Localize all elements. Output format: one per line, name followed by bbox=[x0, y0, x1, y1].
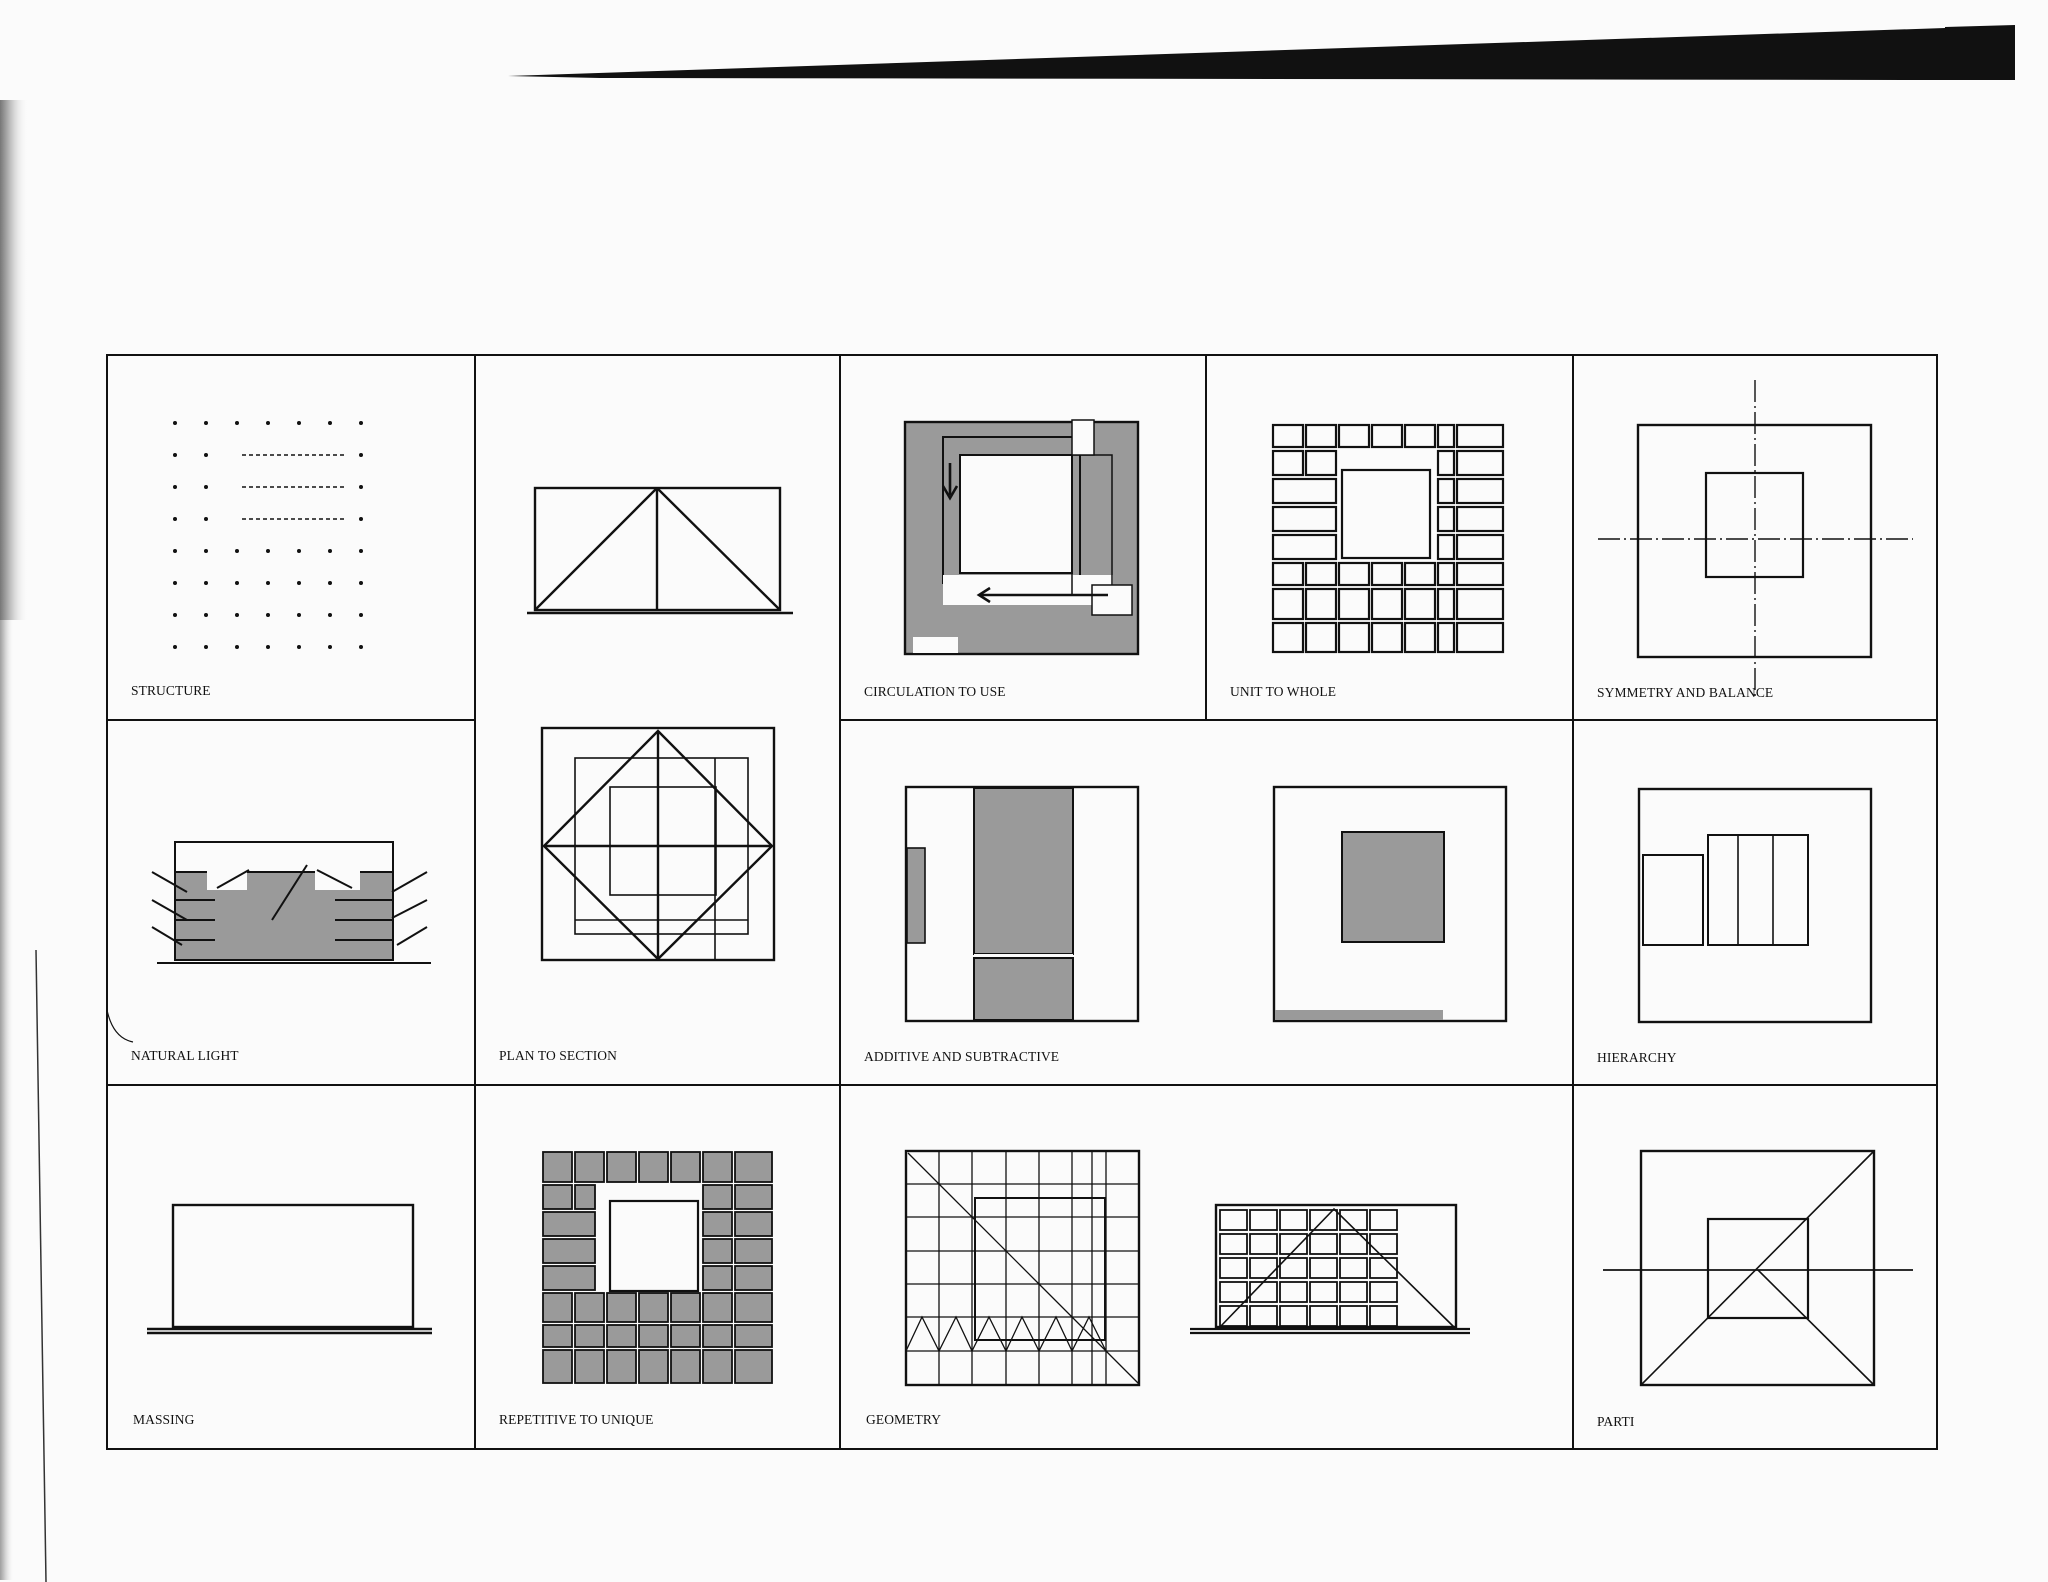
repetitive-diagram bbox=[542, 1151, 773, 1384]
cell-structure: STRUCTURE bbox=[107, 355, 475, 720]
header-wedge-bar bbox=[508, 25, 2016, 80]
cell-geometry: GEOMETRY bbox=[840, 1085, 1573, 1449]
hierarchy-diagram bbox=[1637, 787, 1873, 1024]
cell-label-repetitive: REPETITIVE TO UNIQUE bbox=[499, 1412, 654, 1427]
cell-label-additive: ADDITIVE AND SUBTRACTIVE bbox=[864, 1049, 1060, 1064]
cell-label-structure: STRUCTURE bbox=[131, 683, 211, 698]
cell-hierarchy: HIERARCHY bbox=[1573, 720, 1937, 1085]
cell-natural-light: NATURAL LIGHT bbox=[106, 720, 475, 1085]
cell-additive: ADDITIVE AND SUBTRACTIVE bbox=[840, 720, 1573, 1085]
massing-diagram bbox=[147, 1203, 432, 1335]
natural-light-diagram bbox=[106, 841, 431, 1043]
cell-unit-to-whole: UNIT TO WHOLE bbox=[1206, 355, 1573, 720]
cell-repetitive: REPETITIVE TO UNIQUE bbox=[475, 1085, 840, 1449]
geometry-diagram bbox=[904, 1149, 1470, 1387]
cell-label-geometry: GEOMETRY bbox=[866, 1412, 942, 1427]
scan-edge-shadow bbox=[0, 100, 47, 1582]
cell-symmetry: SYMMETRY AND BALANCE bbox=[1573, 355, 1937, 720]
cell-label-plan-to-section: PLAN TO SECTION bbox=[499, 1048, 618, 1063]
symmetry-diagram bbox=[1598, 380, 1913, 700]
cell-label-massing: MASSING bbox=[133, 1412, 195, 1427]
plan-to-section-diagram bbox=[527, 486, 793, 962]
cell-label-parti: PARTI bbox=[1597, 1414, 1635, 1429]
cell-label-circulation: CIRCULATION TO USE bbox=[864, 684, 1006, 699]
cell-label-unit-to-whole: UNIT TO WHOLE bbox=[1230, 684, 1337, 699]
additive-diagram bbox=[904, 785, 1508, 1023]
cell-label-symmetry: SYMMETRY AND BALANCE bbox=[1597, 685, 1774, 700]
structure-diagram bbox=[173, 421, 363, 649]
cell-circulation: CIRCULATION TO USE bbox=[840, 355, 1206, 720]
cell-plan-to-section: PLAN TO SECTION bbox=[475, 355, 840, 1085]
cell-massing: MASSING bbox=[107, 1085, 475, 1449]
cell-label-hierarchy: HIERARCHY bbox=[1597, 1050, 1677, 1065]
parti-diagram bbox=[1603, 1149, 1913, 1387]
cell-label-natural-light: NATURAL LIGHT bbox=[131, 1048, 239, 1063]
cell-parti: PARTI bbox=[1573, 1085, 1937, 1449]
circulation-diagram bbox=[903, 419, 1140, 656]
unit-to-whole-diagram bbox=[1271, 423, 1505, 654]
